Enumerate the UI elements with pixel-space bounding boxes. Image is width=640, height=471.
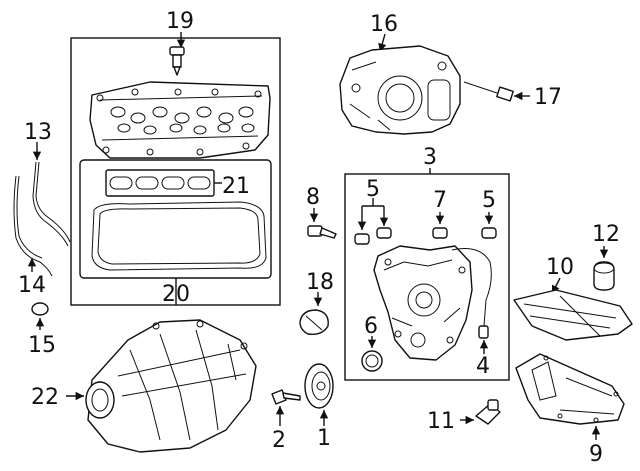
part-22-intake-manifold xyxy=(85,319,257,453)
part-10-windage-tray xyxy=(513,277,633,341)
callout-21: 21 xyxy=(222,174,250,199)
part-5-dowel-single xyxy=(481,212,497,239)
callout-11: 11 xyxy=(427,409,455,434)
callout-1: 1 xyxy=(317,426,331,451)
part-2-bolt xyxy=(271,389,301,426)
callout-3: 3 xyxy=(423,145,437,170)
callout-16: 16 xyxy=(370,12,398,37)
gasket-subgroup-box xyxy=(79,159,272,279)
callout-15: 15 xyxy=(28,333,56,358)
part-17-bolt xyxy=(463,81,530,102)
part-7-dowel xyxy=(432,212,448,239)
callout-17: 17 xyxy=(534,85,562,110)
part-1-damper xyxy=(304,363,334,426)
callout-labels: 19 20 21 13 14 15 16 17 3 5 7 5 8 18 6 4… xyxy=(18,9,620,467)
callout-22: 22 xyxy=(31,385,59,410)
part-valve-cover xyxy=(89,81,271,159)
callout-20: 20 xyxy=(162,282,190,307)
callout-4: 4 xyxy=(476,354,490,379)
callout-6: 6 xyxy=(364,314,378,339)
callout-8: 8 xyxy=(306,185,320,210)
timing-cover-group-box xyxy=(344,173,510,381)
part-18-cap xyxy=(299,292,329,336)
callout-2: 2 xyxy=(272,428,286,453)
callout-18: 18 xyxy=(306,270,334,295)
part-21-seals xyxy=(105,169,222,197)
callout-9: 9 xyxy=(589,442,603,467)
callout-12: 12 xyxy=(592,222,620,247)
callout-10: 10 xyxy=(546,255,574,280)
part-9-oil-pan xyxy=(515,353,625,440)
part-19-sensor xyxy=(169,32,186,76)
part-12-oil-filter xyxy=(593,246,615,291)
part-4-sensor xyxy=(478,325,489,354)
part-6-seal xyxy=(361,336,383,372)
part-16-water-pump xyxy=(339,33,461,135)
callout-13: 13 xyxy=(24,120,52,145)
part-14-tube xyxy=(13,175,53,277)
part-15-o-ring xyxy=(31,302,49,330)
part-5-dowels-pair xyxy=(354,198,392,245)
part-8-bolt xyxy=(307,208,337,239)
callout-14: 14 xyxy=(18,273,46,298)
callout-19: 19 xyxy=(166,9,194,34)
part-13-dipstick xyxy=(32,142,71,247)
part-valve-cover-gasket xyxy=(91,201,267,271)
part-11-sensor xyxy=(460,399,501,425)
valve-cover-group-box xyxy=(70,37,281,306)
part-timing-cover xyxy=(373,245,492,361)
callout-5-pair: 5 xyxy=(366,177,380,202)
callout-5-single: 5 xyxy=(482,188,496,213)
callout-7: 7 xyxy=(433,188,447,213)
